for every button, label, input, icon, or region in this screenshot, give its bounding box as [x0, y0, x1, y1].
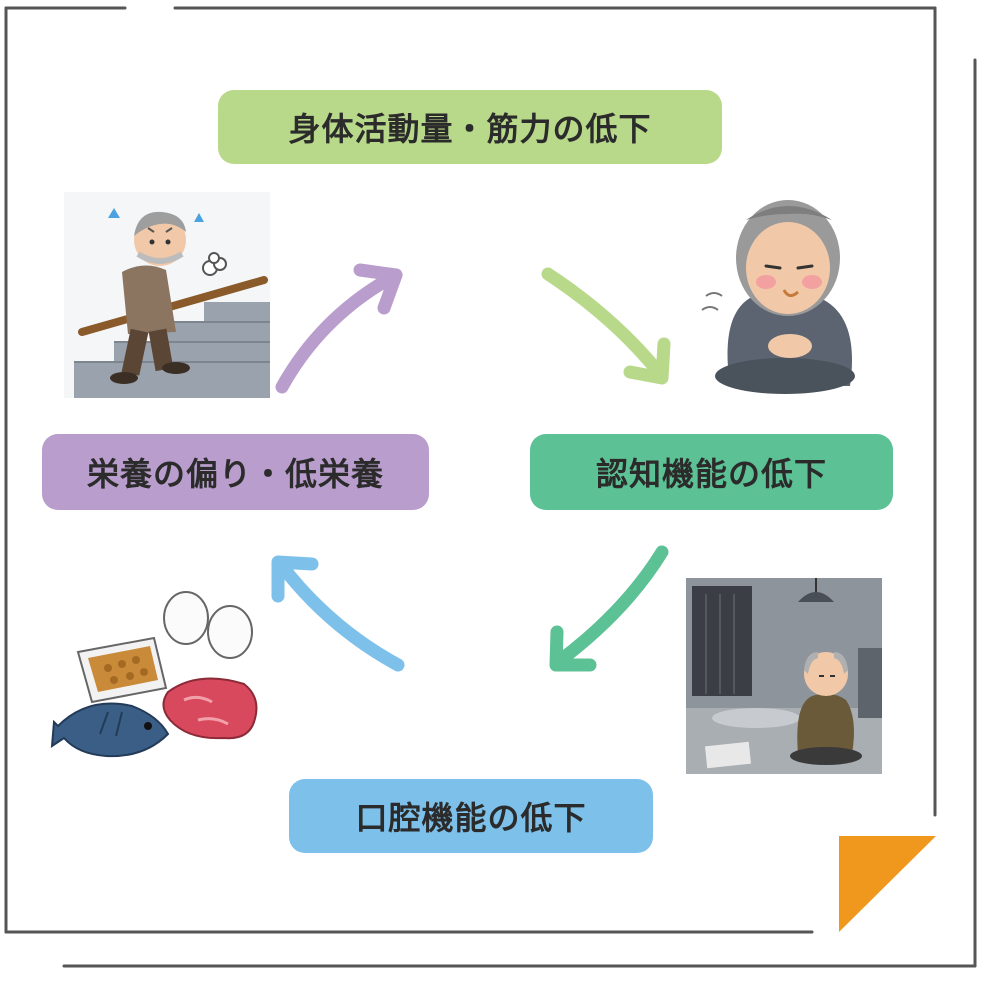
stairs-climbing-illustration	[64, 192, 270, 398]
stage-cognitive-decline: 認知機能の低下	[530, 434, 893, 510]
stage-oral-decline: 口腔機能の低下	[289, 779, 653, 853]
food-illustration	[48, 588, 268, 778]
stage-label: 栄養の偏り・低栄養	[86, 455, 384, 493]
arrow-top-to-right	[541, 267, 667, 381]
stage-label: 認知機能の低下	[595, 455, 827, 493]
stage-label: 身体活動量・筋力の低下	[288, 110, 652, 148]
sitting-elderly-woman-illustration	[690, 186, 880, 396]
lonely-elderly-man-illustration	[686, 578, 882, 774]
stage-label: 口腔機能の低下	[355, 799, 587, 837]
stage-malnutrition: 栄養の偏り・低栄養	[42, 434, 429, 510]
stage-physical-decline: 身体活動量・筋力の低下	[218, 90, 722, 164]
corner-accent	[839, 836, 936, 932]
arrow-bottom-to-left	[275, 559, 405, 672]
arrow-left-to-top	[275, 268, 403, 394]
arrow-right-to-bottom	[551, 545, 669, 669]
